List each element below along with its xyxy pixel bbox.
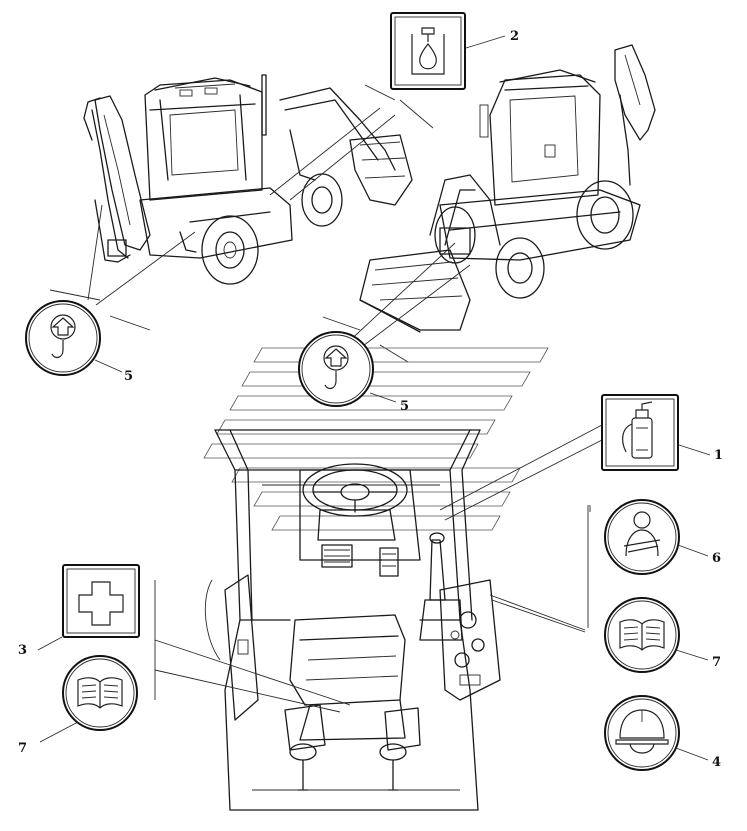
decal-fire-extinguisher: 1 bbox=[601, 394, 723, 471]
leader-lines-right-loader bbox=[322, 242, 471, 363]
lifting-hook-icon bbox=[50, 314, 76, 359]
callout-number-6: 6 bbox=[712, 551, 721, 566]
decal-lifting-hook-left: 5 bbox=[25, 300, 133, 384]
fire-extinguisher-icon bbox=[622, 401, 653, 459]
callout-number-3: 3 bbox=[18, 643, 27, 658]
decal-hard-hat: 4 bbox=[604, 695, 721, 771]
backhoe-loader-right-illustration bbox=[359, 44, 656, 333]
hydraulic-oil-icon bbox=[411, 27, 445, 75]
watermark-logo-graphic bbox=[203, 347, 549, 531]
operator-manual-icon bbox=[77, 677, 123, 709]
hard-hat-icon bbox=[615, 709, 669, 754]
decal-manual-right: 7 bbox=[604, 597, 721, 673]
decal-first-aid: 3 bbox=[18, 564, 140, 658]
first-aid-cross-icon bbox=[78, 581, 124, 626]
decal-lifting-hook-right: 5 bbox=[298, 331, 409, 414]
callout-number-5-left: 5 bbox=[124, 369, 133, 384]
callout-number-4: 4 bbox=[712, 755, 721, 770]
cab-interior-illustration bbox=[204, 429, 501, 811]
decal-seat-belt: 6 bbox=[604, 499, 721, 575]
callout-number-7-right: 7 bbox=[712, 655, 721, 670]
leader-lines-cab bbox=[154, 424, 603, 713]
seat-belt-icon bbox=[623, 511, 661, 557]
lifting-hook-icon bbox=[323, 345, 349, 390]
leader-lines-left-loader bbox=[49, 84, 434, 331]
backhoe-loader-left-illustration bbox=[83, 74, 413, 285]
decal-hydraulic-oil: 2 bbox=[390, 12, 519, 90]
operator-manual-icon bbox=[619, 619, 665, 651]
callout-number-5-right: 5 bbox=[400, 399, 409, 414]
callout-number-2: 2 bbox=[510, 29, 519, 44]
callout-number-1: 1 bbox=[714, 448, 723, 463]
decal-manual-left: 7 bbox=[18, 655, 138, 756]
callout-number-7-left: 7 bbox=[18, 741, 27, 756]
